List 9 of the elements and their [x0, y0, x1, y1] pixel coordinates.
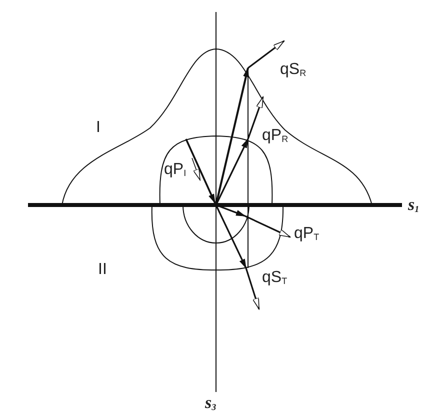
wave-label: qS$_{R}$ — [280, 62, 306, 78]
wave-label: qP$_{T}$ — [294, 226, 320, 242]
wave-label: qS$_{T}$ — [262, 270, 288, 286]
wave-label: qP$_{I}$ — [164, 162, 186, 178]
wave-label: qP$_{R}$ — [262, 128, 288, 144]
region-label: I — [96, 120, 100, 136]
axis-label: s$_{1}$ — [408, 196, 420, 214]
axis-label: s$_{3}$ — [205, 394, 216, 412]
region-label: II — [98, 262, 107, 278]
